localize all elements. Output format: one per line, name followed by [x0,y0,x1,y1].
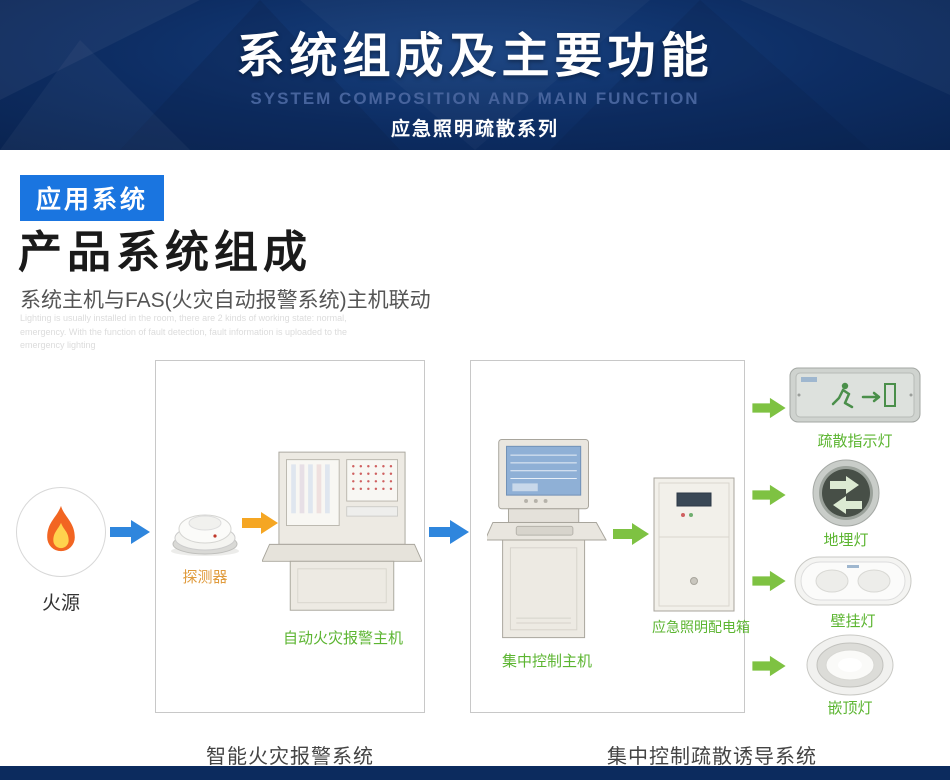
exit-sign-image [789,367,921,428]
control-host-image [484,437,609,650]
header-banner: 系统组成及主要功能 SYSTEM COMPOSITION AND MAIN FU… [0,0,950,150]
english-subtitle: SYSTEM COMPOSITION AND MAIN FUNCTION [250,89,700,108]
control-console-icon [484,439,607,639]
smoke-detector-image [165,498,245,563]
exit-sign-icon [789,367,921,423]
ground-light-image [812,459,880,532]
section-heading: 产品系统组成 [18,228,312,277]
arrow-detector-to-host-icon [242,510,278,536]
ceiling-light-icon [806,634,894,696]
footer-bar [0,766,950,780]
main-title: 系统组成及主要功能 [236,30,714,83]
detector-label: 探测器 [182,569,228,586]
wall-lamp-icon [794,556,912,606]
ceiling-light-label: 嵌顶灯 [827,700,873,717]
wall-lamp-image [794,556,912,611]
arrow-box1-to-box2-icon [429,518,469,546]
flame-icon [47,505,75,552]
fire-source-label: 火源 [41,593,80,614]
alarm-host-label: 自动火灾报警主机 [282,630,403,647]
section-badge: 应用系统 [20,175,165,221]
ceiling-light-image [806,634,894,701]
arrow-to-ground-light-icon [752,483,786,507]
arrow-host-to-powerbox-icon [613,521,649,547]
series-subtitle: 应急照明疏散系列 [390,119,559,140]
exit-sign-label: 疏散指示灯 [817,433,893,450]
header-polygon-decoration-icon [0,0,950,150]
ground-light-label: 地埋灯 [823,532,869,549]
wall-lamp-label: 壁挂灯 [830,613,876,630]
fire-alarm-host-image [261,446,423,627]
control-host-label: 集中控制主机 [501,653,592,670]
alarm-system-caption: 智能火灾报警系统 [206,746,374,768]
power-box-label: 应急照明配电箱 [652,619,750,635]
power-distribution-box-image [653,477,735,617]
ground-light-icon [812,459,880,527]
power-box-icon [653,477,735,612]
section-subheading: 系统主机与FAS(火灾自动报警系统)主机联动 [20,289,431,312]
arrow-to-exit-sign-icon [752,396,786,420]
fire-source-icon [16,487,106,577]
alarm-console-icon [261,451,423,611]
arrow-fire-to-detector-icon [110,518,150,546]
control-system-caption: 集中控制疏散诱导系统 [607,746,817,768]
arrow-to-ceiling-light-icon [752,654,786,678]
smoke-detector-icon [171,514,239,556]
arrow-to-wall-lamp-icon [752,569,786,593]
section-description: Lighting is usually installed in the roo… [20,313,348,350]
